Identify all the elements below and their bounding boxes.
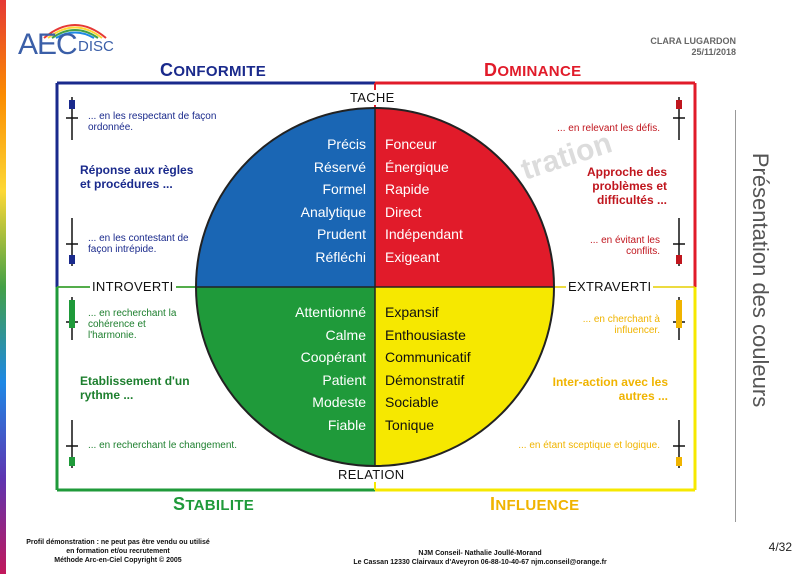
footer-center-line1: NJM Conseil- Nathalie Joullé-Morand — [418, 550, 542, 557]
title-stabilite: STABILITE — [173, 494, 255, 514]
word: Énergique — [385, 158, 449, 175]
quadrant-yellow — [375, 287, 554, 466]
axis-label-tache: TACHE — [348, 90, 397, 105]
logo-aec: AEC — [18, 28, 78, 61]
logo-disc: DISC — [78, 38, 114, 55]
d-heading: Approche des problèmes et difficultés ..… — [586, 165, 667, 207]
client-name: CLARA LUGARDON — [650, 36, 736, 46]
word: Exigeant — [385, 248, 440, 265]
client-info: CLARA LUGARDON 25/11/2018 — [650, 36, 736, 58]
red-word-list: Fonceur Énergique Rapide Direct Indépend… — [385, 133, 505, 268]
aecdisc-logo: AEC DISC — [18, 18, 128, 66]
i-bottom-text: ... en étant sceptique et logique. — [518, 440, 660, 451]
word: Réservé — [313, 158, 366, 175]
title-dominance: DOMINANCE — [484, 60, 582, 80]
scale-marker-icon — [673, 297, 685, 468]
side-title-text: Présentation des couleurs — [748, 152, 773, 408]
report-date: 25/11/2018 — [691, 47, 736, 57]
side-title: Présentation des couleurs — [745, 125, 775, 435]
s-top-text: ... en recherchant la cohérence et l'har… — [88, 308, 177, 341]
axis-label-introverti: INTROVERTI — [90, 279, 176, 294]
vertical-separator — [735, 110, 736, 522]
word: Formel — [322, 181, 366, 197]
quadrant-green — [196, 287, 375, 466]
footer-left-line3: Méthode Arc-en-Ciel Copyright © 2005 — [54, 557, 182, 564]
word: Précis — [327, 136, 366, 152]
word: Communicatif — [385, 349, 471, 365]
axis-label-extraverti: EXTRAVERTI — [566, 279, 654, 294]
yellow-word-list: Expansif Enthousiaste Communicatif Démon… — [385, 301, 505, 436]
footer-left-line2: en formation et/ou recrutement — [66, 548, 170, 555]
d-bottom-text: ... en évitant les conflits. — [589, 235, 660, 257]
quadrant-blue — [196, 108, 375, 287]
scale-marker-icon — [66, 97, 78, 266]
c-heading: Réponse aux règles et procédures ... — [80, 163, 194, 191]
rainbow-logo-icon — [43, 24, 107, 39]
title-influence: INFLUENCE — [490, 494, 580, 514]
s-heading: Etablissement d'un rythme ... — [80, 374, 190, 402]
word: Rapide — [385, 181, 430, 197]
page-number: 4/32 — [768, 540, 792, 554]
word: Expansif — [385, 304, 439, 320]
word: Démonstratif — [385, 371, 465, 388]
quadrant-red — [375, 108, 554, 287]
word: Enthousiaste — [385, 326, 466, 343]
green-word-list: Attentionné Calme Coopérant Patient Mode… — [258, 301, 366, 436]
i-top-text: ... en cherchant à influencer. — [582, 314, 660, 336]
word: Direct — [385, 203, 422, 220]
axis-label-relation: RELATION — [336, 467, 407, 482]
s-bottom-text: ... en recherchant le changement. — [88, 440, 237, 451]
title-conformite: CONFORMITE — [160, 60, 267, 80]
word: Calme — [325, 326, 366, 343]
word: Coopérant — [300, 349, 366, 365]
word: Indépendant — [385, 226, 463, 242]
word: Sociable — [385, 394, 439, 410]
word: Fonceur — [385, 136, 437, 152]
word: Tonique — [385, 416, 435, 433]
i-heading: Inter-action avec les autres ... — [552, 375, 668, 403]
footer-left-line1: Profil démonstration : ne peut pas être … — [26, 539, 210, 546]
word: Fiable — [327, 416, 366, 433]
footer-center-line2: Le Cassan 12330 Clairvaux d'Aveyron 06-8… — [353, 559, 607, 566]
footer-left: Profil démonstration : ne peut pas être … — [8, 538, 228, 565]
word: Analytique — [300, 203, 366, 220]
rainbow-strip — [0, 0, 6, 574]
word: Attentionné — [295, 304, 366, 320]
footer-center: NJM Conseil- Nathalie Joullé-Morand Le C… — [300, 549, 660, 567]
blue-word-list: Précis Réservé Formel Analytique Prudent… — [268, 133, 366, 268]
word: Patient — [322, 371, 366, 388]
scale-marker-icon — [66, 297, 78, 468]
word: Modeste — [312, 394, 366, 410]
c-bottom-text: ... en les contestant de façon intrépide… — [88, 233, 189, 255]
scale-marker-icon — [673, 97, 685, 266]
word: Prudent — [316, 226, 366, 242]
c-top-text: ... en les respectant de façon ordonnée. — [88, 111, 217, 133]
d-top-text: ... en relevant les défis. — [557, 123, 660, 134]
word: Réfléchi — [315, 248, 366, 265]
